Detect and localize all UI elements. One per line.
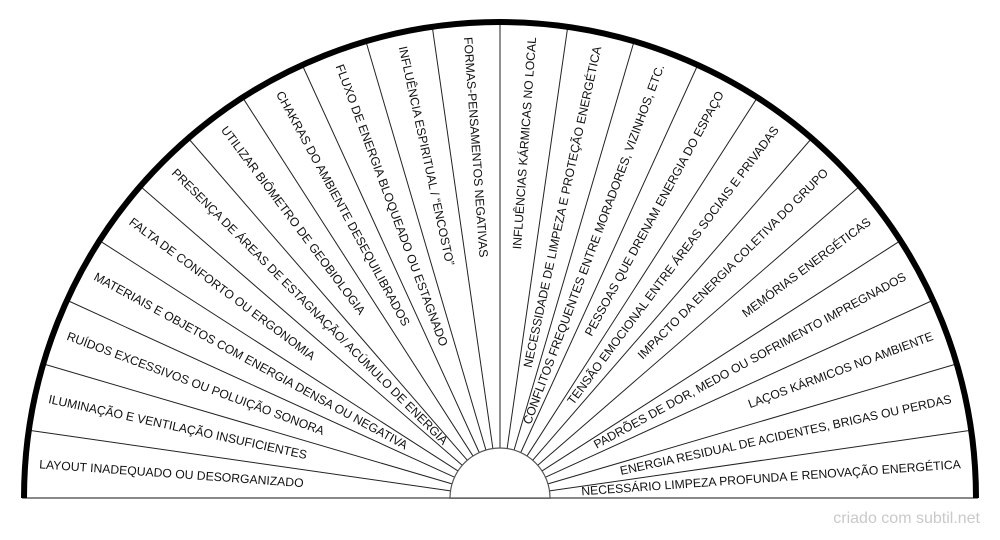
segment-label: INFLUÊNCIAS KÁRMICAS NO LOCAL <box>509 36 539 249</box>
segment-divider <box>526 97 758 457</box>
segment-divider <box>187 137 468 461</box>
segment-divider <box>506 26 569 449</box>
segment-divider <box>537 185 861 466</box>
credit-text: criado com subtil.net <box>833 510 980 527</box>
segment-label: FORMAS-PENSAMENTOS NEGATIVAS <box>461 37 491 258</box>
segment-divider <box>513 41 635 451</box>
segment-divider <box>365 41 487 451</box>
segment-divider <box>43 363 453 485</box>
segment-divider <box>431 26 494 449</box>
outer-arc <box>21 19 979 499</box>
segment-divider <box>66 299 455 478</box>
center-semicircle <box>449 447 551 499</box>
segment-divider <box>28 429 451 492</box>
segment-divider <box>139 185 463 466</box>
segment-divider <box>520 64 699 453</box>
segment-label: LAYOUT INADEQUADO OU DESORGANIZADO <box>39 457 304 490</box>
segment-divider <box>301 64 480 453</box>
segment-label: PRESENÇA DE ÁREAS DE ESTAGNAÇÃO/ ACÚMULO… <box>169 165 452 448</box>
segment-dividers <box>28 22 972 492</box>
segment-divider <box>545 299 934 478</box>
segment-divider <box>532 137 813 461</box>
segment-divider <box>242 97 474 457</box>
segment-divider <box>99 240 459 472</box>
segment-divider <box>547 363 957 485</box>
segment-divider <box>549 429 972 492</box>
segment-divider <box>541 240 901 472</box>
